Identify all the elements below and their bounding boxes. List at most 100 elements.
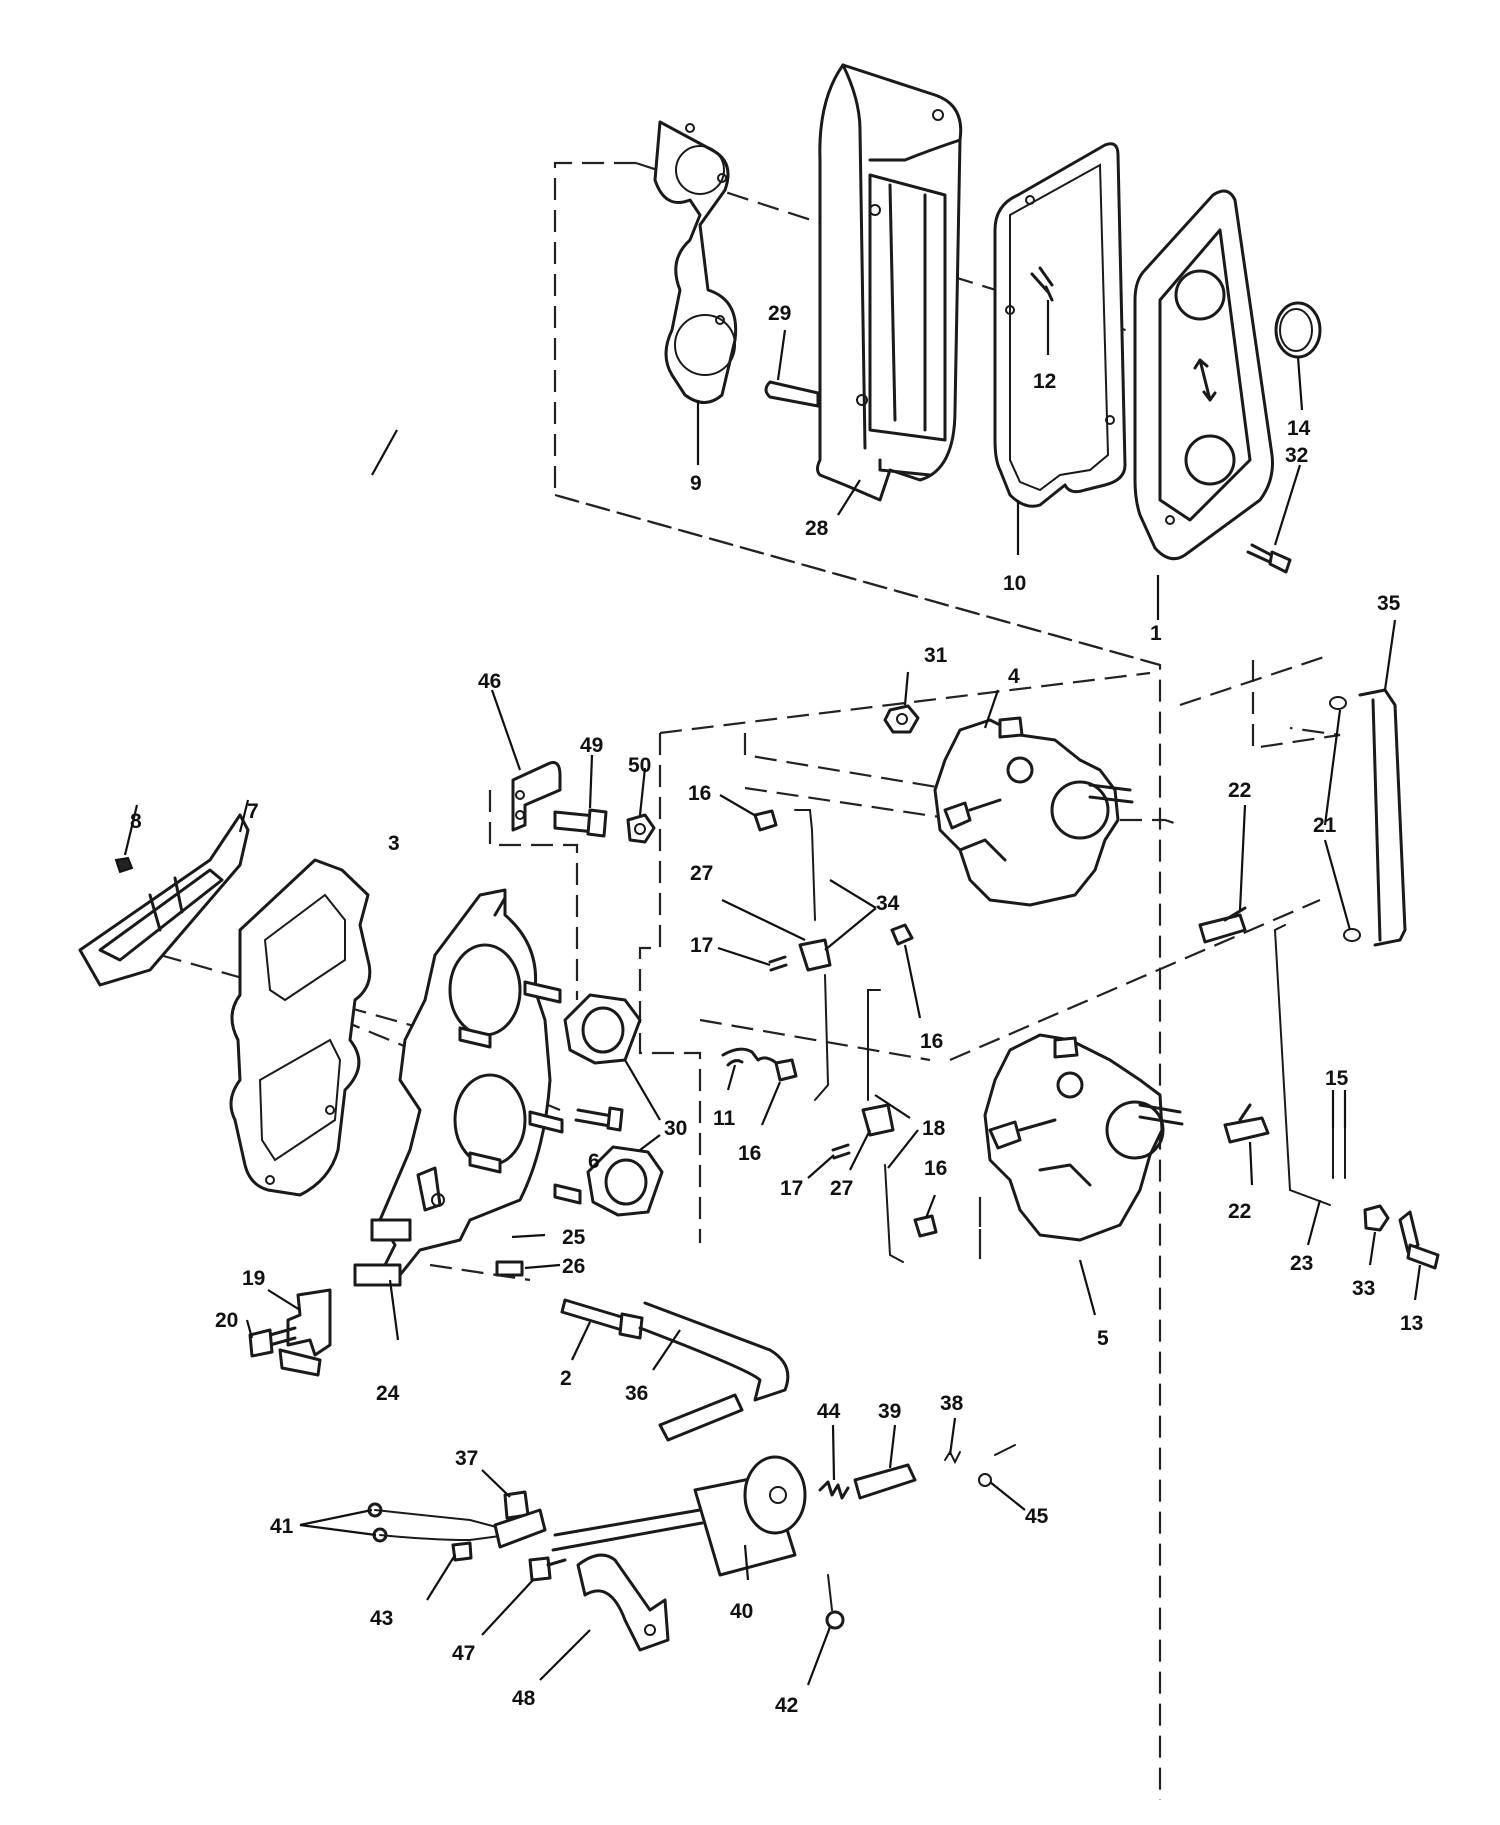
callout-22-b: 22 [1228, 1200, 1251, 1223]
callout-3: 3 [388, 832, 400, 855]
callout-40: 40 [730, 1600, 753, 1623]
callout-47: 47 [452, 1642, 475, 1665]
callout-26: 26 [562, 1255, 585, 1278]
screw-43 [451, 1541, 473, 1562]
screw-17-b [831, 1143, 851, 1160]
cover-1 [1133, 189, 1274, 561]
wire-leads-41 [367, 1502, 501, 1543]
callout-21: 21 [1313, 814, 1337, 837]
callout-42: 42 [775, 1694, 798, 1717]
bracket-19 [278, 1288, 332, 1377]
fitting-16-b [890, 923, 914, 946]
callout-45: 45 [1025, 1505, 1049, 1528]
fitting-16-d [913, 1214, 938, 1238]
callout-36: 36 [625, 1382, 648, 1405]
carburetor-4 [933, 716, 1134, 907]
callout-4: 4 [1008, 665, 1020, 688]
callout-17-a: 17 [690, 934, 713, 957]
callout-34: 34 [876, 892, 900, 915]
gasket-30-lower [586, 1145, 664, 1217]
screw-20 [248, 1326, 297, 1358]
callout-16-c: 16 [738, 1142, 761, 1165]
callout-38: 38 [940, 1392, 964, 1415]
callout-41: 41 [270, 1515, 294, 1538]
callout-46: 46 [478, 670, 501, 693]
callout-37: 37 [455, 1447, 478, 1470]
callout-14: 14 [1287, 417, 1311, 440]
callout-23: 23 [1290, 1252, 1313, 1275]
callout-5: 5 [1097, 1327, 1109, 1350]
cap-14 [1274, 301, 1322, 359]
clip-21-a [1329, 696, 1347, 710]
screw-26 [495, 1260, 524, 1277]
callout-29: 29 [768, 302, 791, 325]
callout-27-b: 27 [830, 1177, 853, 1200]
bolt-2 [560, 1298, 644, 1340]
spring-38 [944, 1449, 961, 1465]
nut-31 [883, 704, 920, 734]
callout-24: 24 [376, 1382, 400, 1405]
intake-manifold-24 [353, 888, 552, 1287]
callout-20: 20 [215, 1309, 238, 1332]
callout-16-a: 16 [688, 782, 711, 805]
clamp-48 [576, 1553, 670, 1652]
gasket-3 [229, 858, 372, 1197]
callout-31: 31 [924, 644, 948, 667]
carburetor-5 [983, 1033, 1184, 1242]
callout-27-a: 27 [690, 862, 713, 885]
callout-28: 28 [805, 517, 829, 540]
callouts: 1 2 3 4 5 6 7 8 9 10 11 12 13 14 15 16 1 [123, 300, 1423, 1717]
clip-11 [721, 1047, 777, 1067]
clip-27-a [798, 938, 832, 972]
fitting-16-a [753, 809, 778, 832]
fitting-22-b [1223, 1103, 1270, 1144]
stud-49 [553, 808, 608, 838]
screw-12 [1030, 266, 1054, 302]
callout-25: 25 [562, 1226, 586, 1249]
callout-16-b: 16 [920, 1030, 943, 1053]
callout-7: 7 [247, 800, 259, 823]
callout-33: 33 [1352, 1277, 1375, 1300]
callout-17-b: 17 [780, 1177, 803, 1200]
screw-6 [574, 1106, 624, 1132]
callout-43: 43 [370, 1607, 393, 1630]
linkage-rod-23 [1273, 924, 1331, 1206]
dowel-pin-29 [764, 380, 820, 408]
washer-45 [978, 1444, 1016, 1487]
clip-27-b [861, 1103, 895, 1137]
gasket-30-upper [563, 993, 642, 1065]
callout-12: 12 [1033, 370, 1056, 393]
callout-18: 18 [922, 1117, 946, 1140]
linkage-rod-34 [794, 809, 830, 1101]
hose-36 [638, 1301, 790, 1442]
callout-16-d: 16 [924, 1157, 947, 1180]
pins-15 [1332, 1127, 1346, 1179]
solenoid-40 [693, 1455, 845, 1630]
bracket-46 [511, 761, 562, 832]
callout-48: 48 [512, 1687, 536, 1710]
nut-33 [1363, 1204, 1390, 1232]
hose-35 [1358, 688, 1407, 947]
callout-2: 2 [560, 1367, 572, 1390]
screw-32 [1246, 543, 1292, 574]
plunger-39 [853, 1463, 917, 1500]
intake-housing-28 [816, 63, 963, 502]
callout-11: 11 [713, 1107, 736, 1130]
callout-19: 19 [242, 1267, 265, 1290]
linkage-rod-18 [867, 989, 904, 1263]
spring-44 [818, 1480, 850, 1500]
callout-50: 50 [628, 754, 651, 777]
reed-plate-7 [78, 813, 250, 987]
gasket-10 [993, 142, 1127, 508]
callout-35: 35 [1377, 592, 1401, 615]
clip-21-b [1343, 928, 1361, 942]
gasket-9 [653, 120, 738, 404]
nut-50 [626, 813, 656, 844]
callout-6: 6 [588, 1150, 600, 1173]
wire-sleeve [493, 1508, 704, 1552]
fitting-16-c [774, 1058, 798, 1082]
screw-8 [114, 856, 134, 874]
callout-49: 49 [580, 734, 603, 757]
callout-15: 15 [1325, 1067, 1349, 1090]
